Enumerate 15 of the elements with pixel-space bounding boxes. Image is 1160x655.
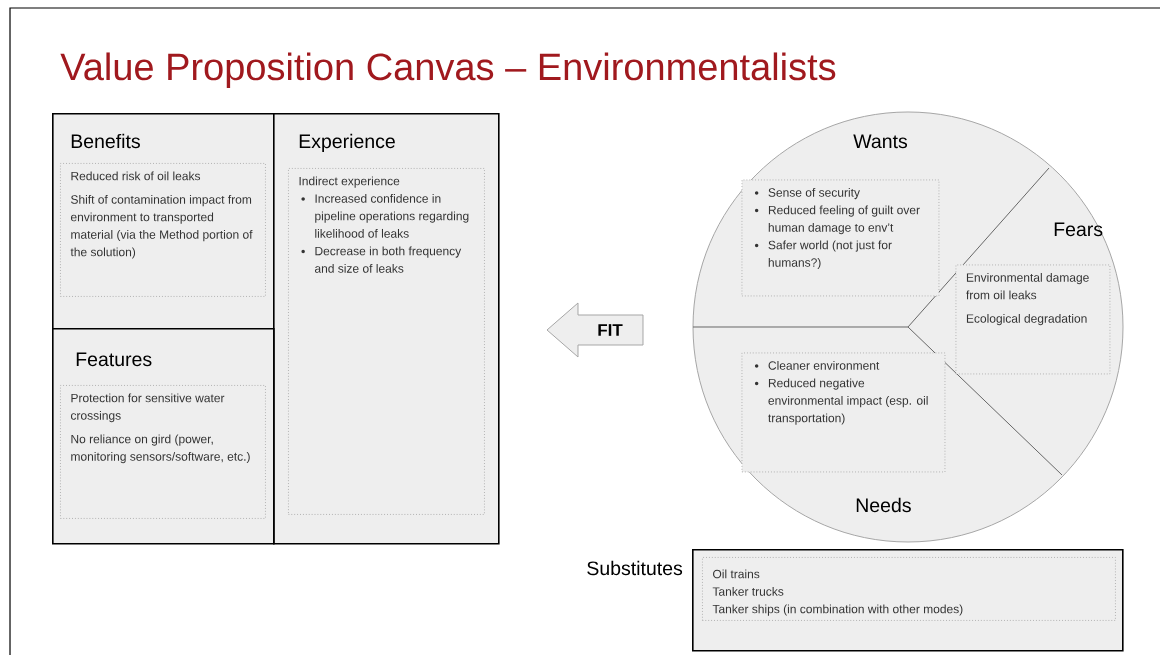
section-heading: Wants bbox=[853, 134, 908, 149]
text-box: Environmental damage from oil leaks Ecological degradation bbox=[955, 264, 1111, 375]
text-box: Protection for sensitive water crossings No reliance on gird (power, monitoring sensors/software, etc.) bbox=[60, 385, 266, 519]
section-heading: Needs bbox=[856, 497, 911, 513]
text-box: Cleaner environment Reduced negative environmental impact (esp. oil transportation) bbox=[741, 352, 946, 473]
slide-title: Value Proposition Canvas – Environmentalists bbox=[60, 52, 836, 88]
text-box: Indirect experience Increased confidence in pipeline operations regarding likelihood of leaks Decrease in both frequency and size of leaks bbox=[288, 168, 485, 515]
section-heading: Substitutes bbox=[587, 560, 683, 576]
section-heading: Fears bbox=[1054, 222, 1103, 237]
section-heading: Features bbox=[76, 352, 152, 367]
section-heading: Experience bbox=[299, 133, 395, 153]
text-box: Oil trains Tanker trucks Tanker ships (in combination with other modes) bbox=[702, 557, 1116, 621]
text-box: Sense of security Reduced feeling of guilt over human damage to env’t Safer world (not just for humans?) bbox=[741, 179, 940, 297]
section-heading: Benefits bbox=[71, 133, 140, 149]
text-box: Reduced risk of oil leaks Shift of contamination impact from environment to transported material (via the Method portion of the solution) bbox=[60, 163, 266, 297]
